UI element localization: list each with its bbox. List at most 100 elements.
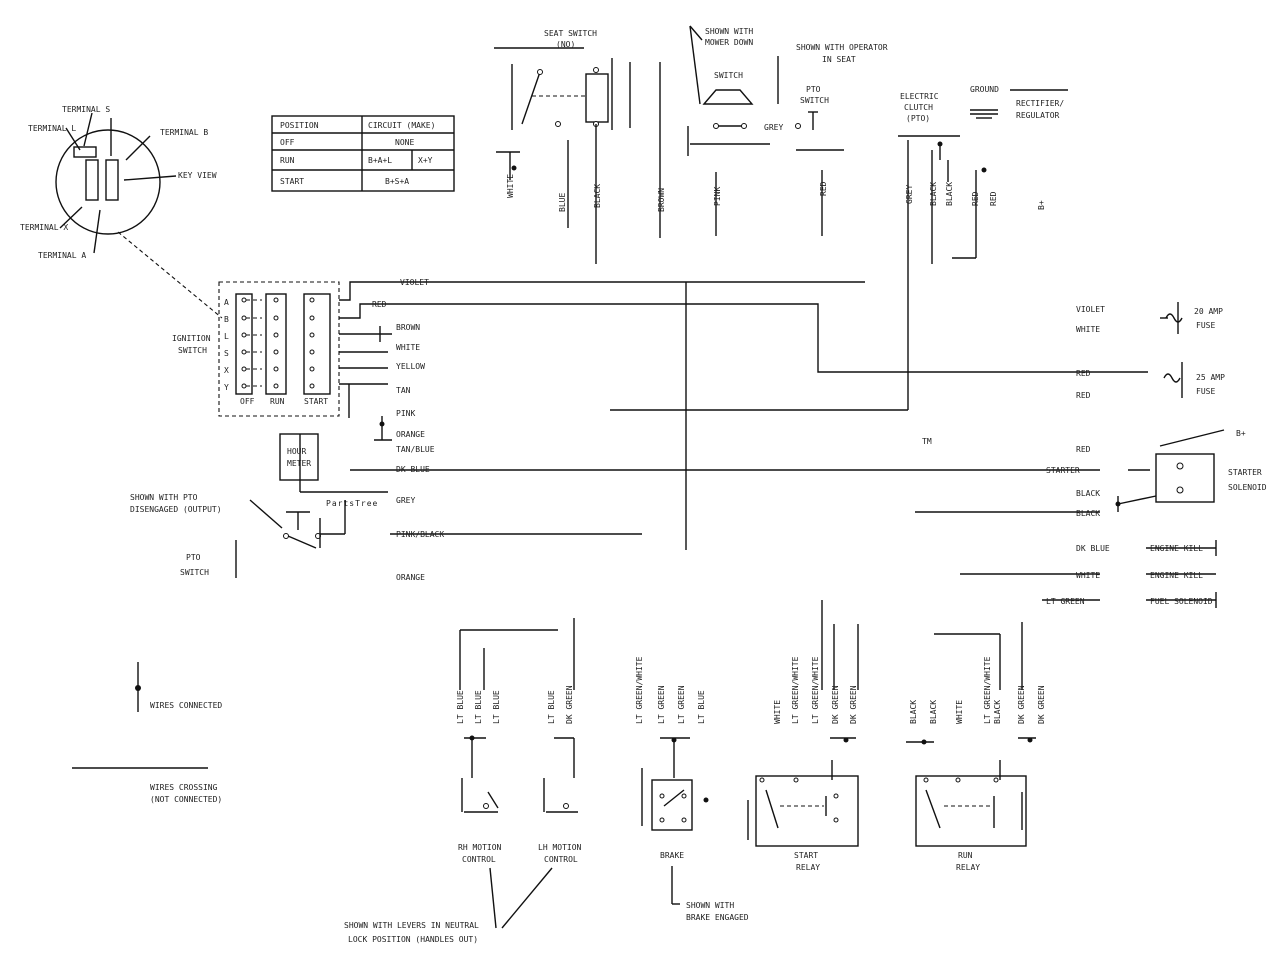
bottom-wire-label: BLACK [993, 700, 1002, 724]
ignition-contact [273, 332, 279, 338]
ignition-contact [309, 297, 315, 303]
solenoid-b-plus: B+ [1236, 429, 1246, 438]
brake-switch: BRAKE SHOWN WITH BRAKE ENGAGED [641, 737, 749, 922]
starter-wire-label: STARTER [1046, 466, 1080, 475]
table-cell: START [280, 177, 304, 186]
levers-label-2: LOCK POSITION (HANDLES OUT) [348, 935, 478, 944]
right-red-2: RED [1076, 391, 1091, 400]
bottom-wire-label: LT GREEN/WHITE [791, 656, 800, 724]
brake-label: BRAKE [660, 851, 684, 860]
operator-seat-switch: SHOWN WITH OPERATOR IN SEAT PTO SWITCH [795, 43, 888, 236]
fuse-25a-label-1: 25 AMP [1196, 373, 1225, 382]
hour-meter-label-2: METER [287, 459, 311, 468]
legend: WIRES CONNECTED WIRES CROSSING (NOT CONN… [72, 662, 222, 804]
table-cell: NONE [395, 138, 414, 147]
ignition-contact [309, 349, 315, 355]
right-black-1: BLACK [1076, 489, 1100, 498]
right-black-2: BLACK [1076, 509, 1100, 518]
seat-switch-label-1: SEAT SWITCH [544, 29, 597, 38]
seat-switch-top-label-1: PTO [806, 85, 821, 94]
top-wire-12: B+ [1037, 200, 1046, 210]
bottom-wire-label: WHITE [773, 700, 782, 724]
bottom-wire-label: LT BLUE [456, 690, 465, 724]
bottom-wire-label: LT BLUE [697, 690, 706, 724]
run-relay-label-1: RUN [958, 851, 973, 860]
ignition-contact [241, 366, 247, 372]
right-white-2: WHITE [1076, 571, 1100, 580]
pto-shown-label-1: SHOWN WITH PTO [130, 493, 198, 502]
seat-switch: SEAT SWITCH (NO) [494, 29, 661, 264]
watermark-text: PartsTree [326, 499, 378, 508]
ignition-contact [309, 366, 315, 372]
clutch-label-2: CLUTCH [904, 103, 933, 112]
clutch-label-1: ELECTRIC [900, 92, 939, 101]
position-table: POSITION CIRCUIT (MAKE) OFF NONE RUN B+A… [271, 115, 455, 192]
wire-tan: TAN [396, 386, 411, 395]
bottom-wire-label: DK GREEN [1017, 685, 1026, 724]
clutch-label-3: (PTO) [906, 114, 930, 123]
table-cell: RUN [280, 156, 295, 165]
lh-motion-label-2: CONTROL [544, 855, 578, 864]
bottom-wire-labels: LT BLUE LT BLUE LT BLUE LT BLUE DK GREEN LT G… [456, 656, 1046, 724]
engine-pin-3: FUEL SOLENOID [1150, 597, 1213, 606]
start-relay: START RELAY [747, 600, 859, 872]
ign-row-x: X [224, 366, 229, 375]
top-wire-11: RED [989, 191, 998, 206]
ign-row-l: L [224, 332, 229, 341]
terminal-b-label: TERMINAL B [160, 128, 208, 137]
table-cell: X+Y [418, 156, 433, 165]
wire-orange-2: ORANGE [396, 573, 425, 582]
terminal-l-label: TERMINAL L [28, 124, 76, 133]
ignition-contact [241, 332, 247, 338]
engine-pin-2: ENGINE KILL [1150, 571, 1203, 580]
lh-motion-label-1: LH MOTION [538, 843, 582, 852]
levers-annotation: SHOWN WITH LEVERS IN NEUTRAL LOCK POSITI… [344, 867, 553, 944]
top-wire-7: GREY [905, 185, 914, 204]
key-view-label: KEY VIEW [178, 171, 217, 180]
ign-row-s: S [224, 349, 229, 358]
right-red-3: RED [1076, 445, 1091, 454]
ground-label: GROUND [970, 85, 999, 94]
bottom-wire-label: LT BLUE [547, 690, 556, 724]
ignition-contact [241, 383, 247, 389]
wire-pink: PINK [396, 409, 415, 418]
wire-orange: ORANGE [396, 430, 425, 439]
wire-pink-black: PINK/BLACK [396, 530, 444, 539]
right-lt-green: LT GREEN [1046, 597, 1085, 606]
pto-switch-label-2: SWITCH [180, 568, 209, 577]
lh-motion-control: LH MOTION CONTROL [538, 737, 582, 864]
wire-violet: VIOLET [400, 278, 429, 287]
ignition-contact [241, 349, 247, 355]
ignition-switch: IGNITION SWITCH OFF RUN START A B L S X … [172, 281, 340, 417]
wire-dk-blue: DK BLUE [396, 465, 430, 474]
ignition-switch-box [218, 281, 340, 417]
bottom-wire-label: LT GREEN/WHITE [635, 656, 644, 724]
top-wire-9: BLACK [945, 182, 954, 206]
ignition-label-2: SWITCH [178, 346, 207, 355]
bottom-wire-label: BLACK [909, 700, 918, 724]
engine-connector: DK BLUE ENGINE KILL WHITE ENGINE KILL LT… [1046, 544, 1213, 606]
top-wire-1: WHITE [506, 174, 515, 198]
ignition-contact [241, 315, 247, 321]
key-switch-leader [117, 231, 223, 319]
terminal-s-label: TERMINAL S [62, 105, 110, 114]
electric-clutch: ELECTRIC CLUTCH (PTO) GROUND RECTIFIER/ … [898, 85, 1068, 264]
ignition-contact [241, 297, 247, 303]
bottom-wire-label: LT GREEN/WHITE [811, 656, 820, 724]
run-relay-label-2: RELAY [956, 863, 980, 872]
ign-row-a: A [224, 298, 229, 307]
bottom-wire-label: LT BLUE [474, 690, 483, 724]
right-violet: VIOLET [1076, 305, 1105, 314]
mower-switch-label: SWITCH [714, 71, 743, 80]
fuse-20a-label-2: FUSE [1196, 321, 1215, 330]
seat-switch-top-label-2: SWITCH [800, 96, 829, 105]
key-switch: TERMINAL S TERMINAL L TERMINAL B KEY VIE… [20, 105, 223, 319]
ignition-contact [309, 332, 315, 338]
rh-motion-label-2: CONTROL [462, 855, 496, 864]
pto-shown-label-2: DISENGAGED (OUTPUT) [130, 505, 222, 514]
table-cell: B+A+L [368, 156, 392, 165]
ign-col-start: START [304, 397, 328, 406]
key-terminal-right [105, 159, 119, 201]
hour-meter-label-1: HOUR [287, 447, 306, 456]
top-wire-2: BLUE [558, 193, 567, 212]
